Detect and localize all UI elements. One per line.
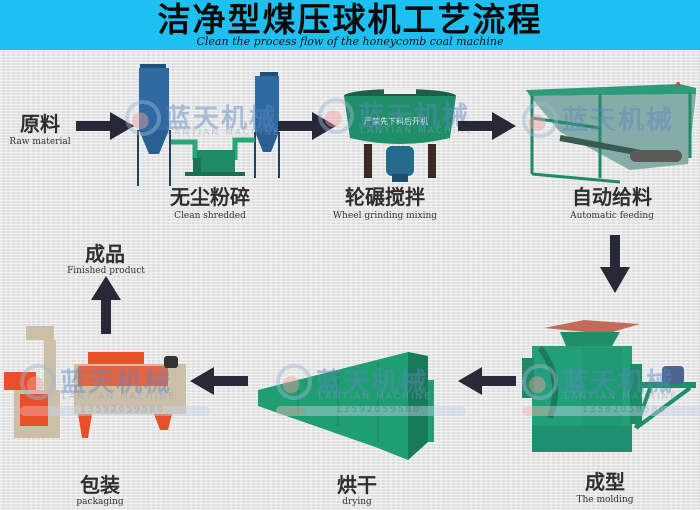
dustless-crusher-machine (137, 64, 280, 186)
header-banner: 洁净型煤压球机工艺流程 Clean the process flow of th… (0, 0, 700, 50)
step-product-label: 成品 (85, 242, 125, 266)
step-product-sublabel: Finished product (67, 266, 145, 276)
page-title: 洁净型煤压球机工艺流程 (157, 0, 543, 39)
step-dry-sublabel: drying (342, 497, 372, 507)
arrow-left-icon (458, 367, 516, 395)
step-pack-sublabel: packaging (76, 497, 124, 507)
mixer-warning-text: 严禁先下料后开机 (364, 116, 428, 126)
step-mold-sublabel: The molding (576, 495, 634, 505)
arrow-left-icon (190, 367, 248, 395)
step-feed-label: 自动给料 (572, 185, 652, 209)
step-shred-label: 无尘粉碎 (170, 185, 250, 209)
step-mold-label: 成型 (585, 470, 625, 494)
step-pack-label: 包装 (80, 473, 120, 497)
step-mix-sublabel: Wheel grinding mixing (332, 211, 438, 221)
arrow-right-icon (76, 112, 134, 140)
wheel-mixer-machine: 严禁先下料后开机 (344, 88, 456, 182)
step-feed-sublabel: Automatic feeding (570, 211, 654, 221)
step-dry-label: 烘干 (337, 473, 377, 497)
automatic-feeder-machine (526, 82, 696, 184)
step-shred-sublabel: Clean shredded (174, 211, 246, 221)
arrow-down-icon (600, 235, 630, 293)
ball-press-machine (522, 320, 696, 452)
packaging-machine (4, 326, 186, 438)
arrow-up-icon (91, 276, 121, 334)
step-mix-label: 轮碾搅拌 (345, 185, 425, 209)
dryer-machine (258, 352, 434, 460)
page-subtitle: Clean the process flow of the honeycomb … (196, 35, 504, 48)
step-raw-label: 原料 (20, 112, 60, 136)
arrow-right-icon (458, 112, 516, 140)
step-raw-sublabel: Raw material (9, 137, 71, 147)
arrow-right-icon (278, 112, 336, 140)
